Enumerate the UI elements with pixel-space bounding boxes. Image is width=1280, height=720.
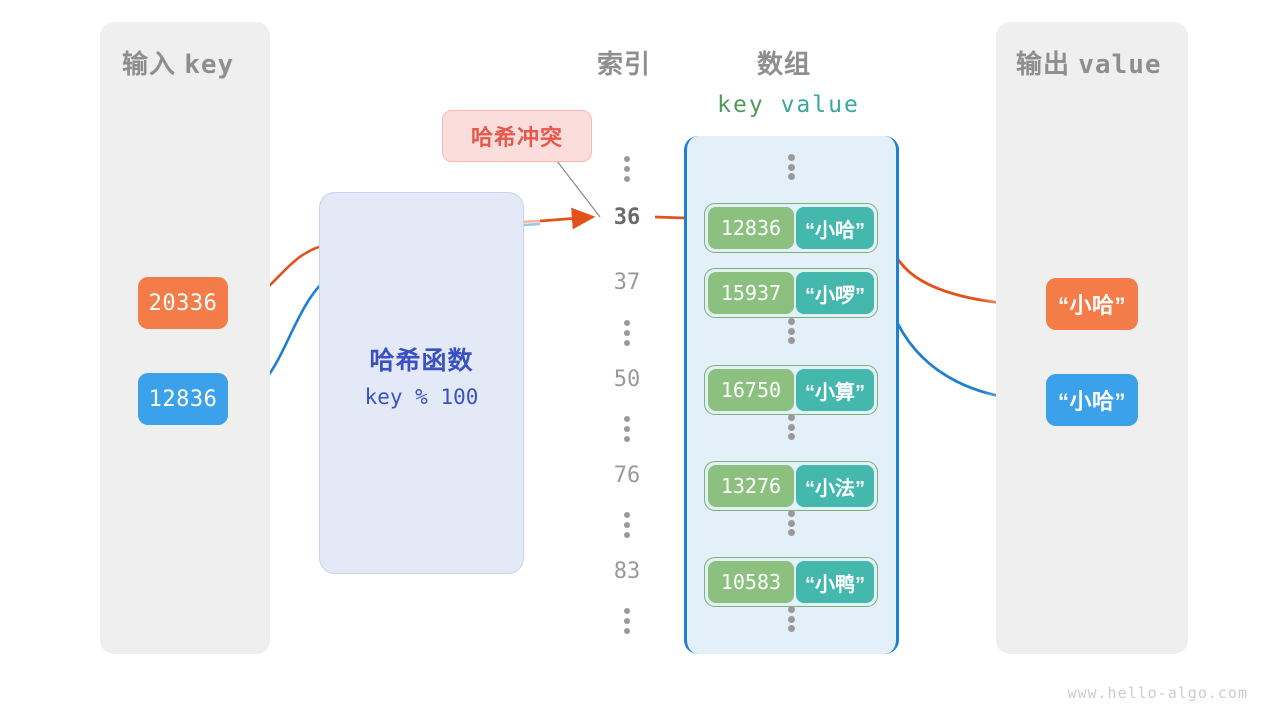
- array-entry-83-value: “小鸭”: [795, 561, 874, 603]
- output-panel-title-cjk: 输出: [1016, 49, 1071, 79]
- watermark: www.hello-algo.com: [1067, 684, 1248, 702]
- input-panel-title: 输入 key: [122, 44, 234, 81]
- index-label-76: 76: [613, 463, 641, 488]
- index-label-36: 36: [613, 205, 641, 230]
- hash-table-array: 12836 “小哈” 15937 “小啰” 16750 “小算” 13276 “…: [684, 136, 899, 654]
- output-panel: [996, 22, 1188, 654]
- array-ellipsis-2: [687, 414, 896, 440]
- index-label-50: 50: [613, 367, 641, 392]
- array-key-column-label: key: [717, 92, 765, 118]
- array-entry-36[interactable]: 12836 “小哈”: [704, 203, 878, 253]
- output-value-1: “小哈”: [1057, 389, 1126, 414]
- array-entry-50-key: 16750: [708, 369, 794, 411]
- input-key-value-0: 20336: [148, 290, 218, 316]
- input-key-chip-1[interactable]: 12836: [138, 373, 228, 425]
- input-panel: [100, 22, 270, 654]
- array-entry-76-key: 13276: [708, 465, 794, 507]
- input-panel-title-mono: key: [184, 50, 235, 80]
- array-ellipsis-4: [687, 606, 896, 632]
- input-panel-title-cjk: 输入: [122, 49, 177, 79]
- arrow-hash-to-index-36: [539, 207, 596, 230]
- array-ellipsis-3: [687, 510, 896, 536]
- array-entry-36-key: 12836: [708, 207, 794, 249]
- output-value-0: “小哈”: [1057, 293, 1126, 318]
- output-value-chip-0[interactable]: “小哈”: [1046, 278, 1138, 330]
- input-key-value-1: 12836: [148, 386, 218, 412]
- output-panel-title: 输出 value: [1016, 44, 1162, 81]
- index-label-37: 37: [613, 270, 641, 295]
- index-label-83: 83: [613, 559, 641, 584]
- input-key-chip-0[interactable]: 20336: [138, 277, 228, 329]
- output-panel-title-mono: value: [1078, 50, 1162, 80]
- index-ellipsis-4: [592, 608, 662, 634]
- output-value-chip-1[interactable]: “小哈”: [1046, 374, 1138, 426]
- array-value-column-label: value: [780, 92, 860, 118]
- array-entry-50-value: “小算”: [795, 369, 874, 411]
- array-column-header: 数组: [757, 49, 812, 79]
- index-ellipsis-3: [592, 512, 662, 538]
- array-entry-76[interactable]: 13276 “小法”: [704, 461, 878, 511]
- index-column-header: 索引: [597, 49, 652, 79]
- collision-badge: 哈希冲突: [442, 110, 592, 162]
- index-ellipsis-1: [592, 320, 662, 346]
- array-entry-83-key: 10583: [708, 561, 794, 603]
- index-ellipsis-0: [592, 156, 662, 182]
- array-entry-76-value: “小法”: [795, 465, 874, 507]
- array-ellipsis-0: [687, 154, 896, 180]
- array-entry-50[interactable]: 16750 “小算”: [704, 365, 878, 415]
- array-entry-83[interactable]: 10583 “小鸭”: [704, 557, 878, 607]
- array-entry-37-value: “小啰”: [795, 272, 874, 314]
- array-kv-header: key value: [684, 92, 893, 118]
- hash-function-title: 哈希函数: [369, 347, 474, 375]
- collision-badge-label: 哈希冲突: [470, 125, 563, 150]
- array-entry-37-key: 15937: [708, 272, 794, 314]
- array-entry-37[interactable]: 15937 “小啰”: [704, 268, 878, 318]
- array-ellipsis-1: [687, 318, 896, 344]
- index-ellipsis-2: [592, 416, 662, 442]
- hash-function-box: 哈希函数 key % 100: [319, 192, 524, 574]
- array-entry-36-value: “小哈”: [795, 207, 874, 249]
- hash-function-expression: key % 100: [364, 385, 479, 409]
